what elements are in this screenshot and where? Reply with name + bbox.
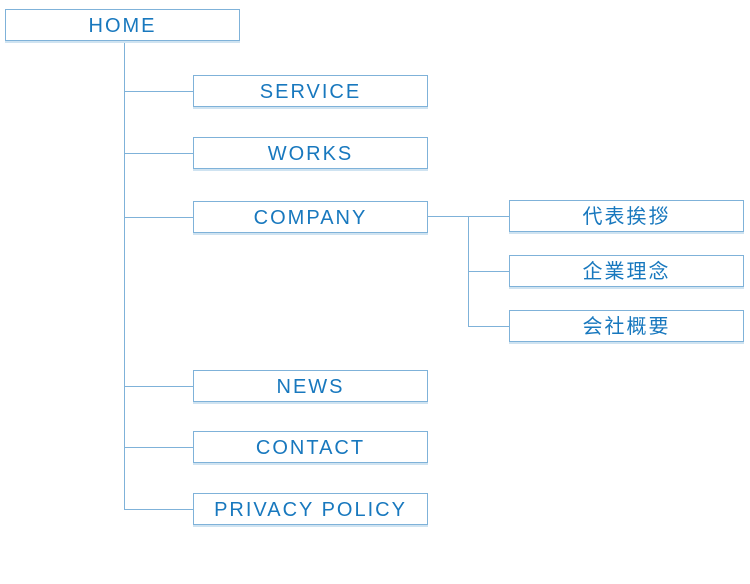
connector-branch-greeting (468, 216, 509, 217)
node-company-profile-label: 会社概要 (582, 315, 671, 338)
connector-branch-works (124, 153, 193, 154)
node-news[interactable]: NEWS (193, 370, 428, 402)
connector-trunk-vertical (124, 41, 125, 509)
node-works[interactable]: WORKS (193, 137, 428, 169)
node-contact[interactable]: CONTACT (193, 431, 428, 463)
connector-branch-service (124, 91, 193, 92)
connector-branch-profile (468, 326, 509, 327)
node-home-label: HOME (88, 14, 157, 37)
node-news-label: NEWS (276, 375, 345, 398)
connector-branch-philosophy (468, 271, 509, 272)
connector-branch-privacy-policy (124, 509, 193, 510)
connector-branch-company (124, 217, 193, 218)
node-home[interactable]: HOME (5, 9, 240, 41)
node-company[interactable]: COMPANY (193, 201, 428, 233)
node-service[interactable]: SERVICE (193, 75, 428, 107)
node-company-philosophy[interactable]: 企業理念 (509, 255, 744, 287)
node-service-label: SERVICE (259, 80, 362, 103)
node-company-label: COMPANY (253, 206, 368, 229)
node-works-label: WORKS (267, 142, 354, 165)
node-contact-label: CONTACT (255, 436, 366, 459)
connector-company-out (428, 216, 468, 217)
node-company-philosophy-label: 企業理念 (582, 260, 671, 283)
connector-branch-contact (124, 447, 193, 448)
connector-branch-news (124, 386, 193, 387)
node-company-greeting[interactable]: 代表挨拶 (509, 200, 744, 232)
node-company-profile[interactable]: 会社概要 (509, 310, 744, 342)
node-privacy-policy[interactable]: PRIVACY POLICY (193, 493, 428, 525)
node-company-greeting-label: 代表挨拶 (582, 205, 671, 228)
node-privacy-policy-label: PRIVACY POLICY (214, 498, 407, 521)
